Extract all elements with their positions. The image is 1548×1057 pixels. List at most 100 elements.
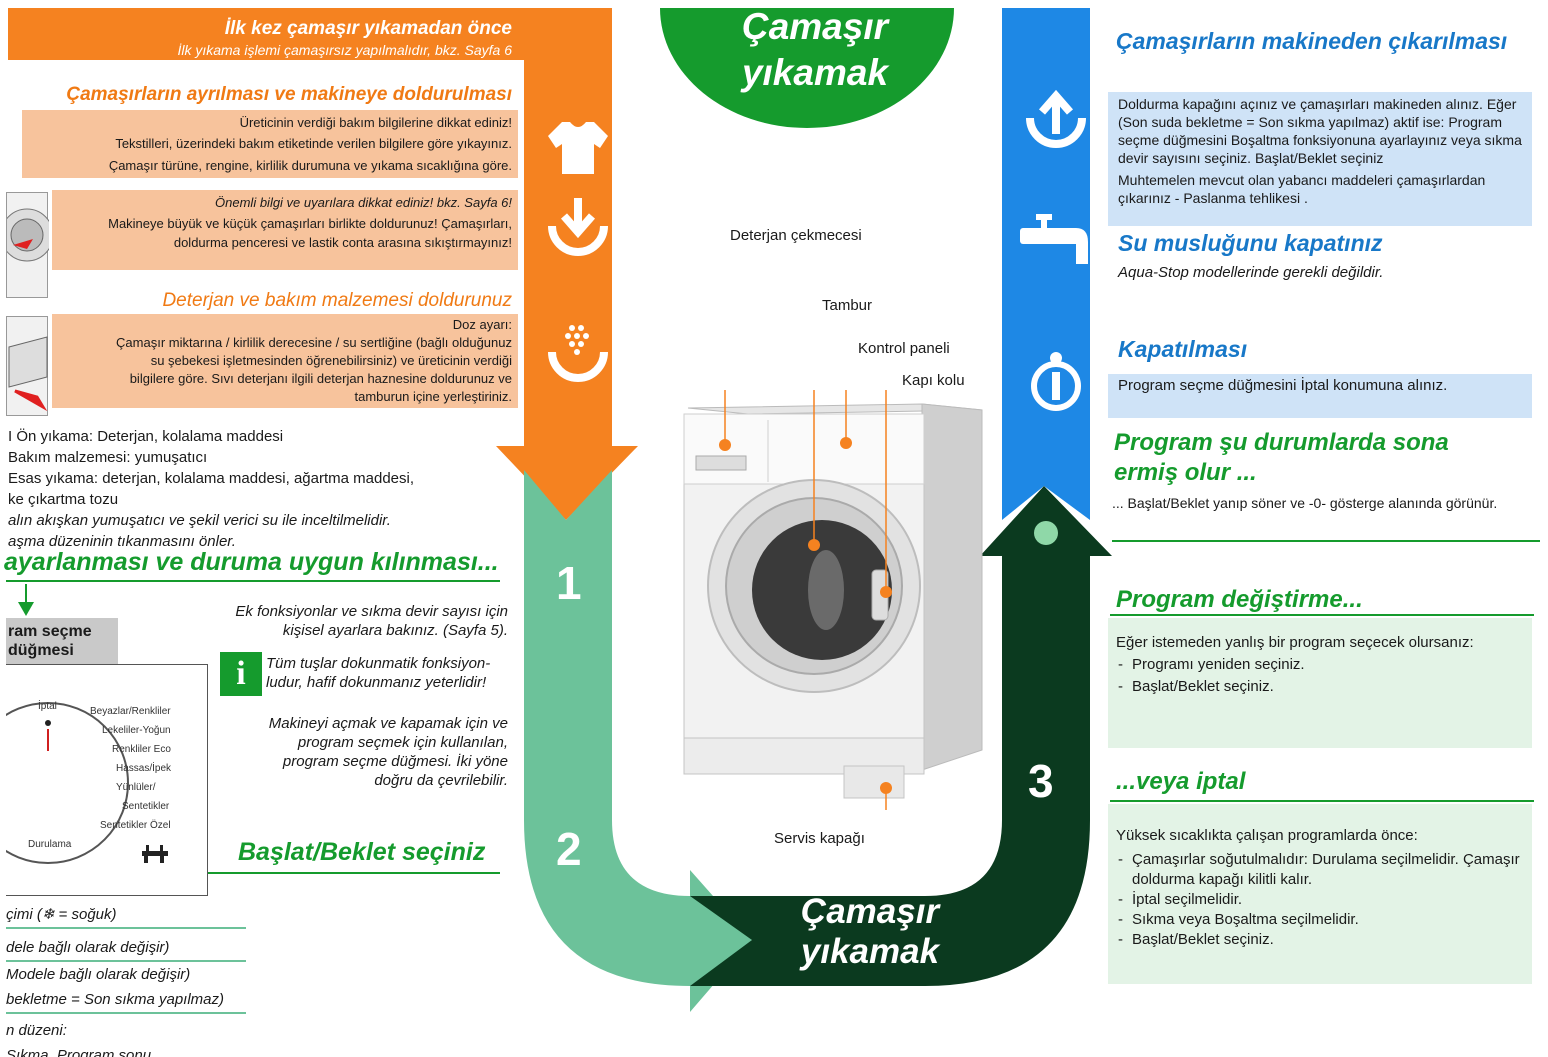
- program-end-title-line2: ermiş olur ...: [1114, 459, 1257, 486]
- dial-label-bottom: Durulama: [28, 839, 72, 850]
- compartment-note: aşma düzeninin tıkanmasını önler.: [8, 533, 236, 550]
- detergent-box: Doz ayarı: Çamaşır miktarına / kirlilik …: [52, 314, 518, 408]
- sequence-line: dele bağlı olarak değişir): [6, 935, 246, 962]
- change-program-intro: Eğer istemeden yanlış bir program seçece…: [1116, 634, 1474, 651]
- label-service-cover: Servis kapağı: [774, 830, 865, 847]
- center-title-bottom: Çamaşır yıkamak: [760, 892, 980, 972]
- loading-line: Makineye büyük ve küçük çamaşırları birl…: [108, 216, 512, 231]
- step-number-3: 3: [1028, 755, 1054, 807]
- sequence-line: Modele bağlı olarak değişir): [6, 966, 191, 983]
- dose-line: su şebekesi işletmesinden öğrenebilirsin…: [150, 353, 512, 368]
- label-control-panel: Kontrol paneli: [858, 340, 950, 357]
- dial-program: Sentetikler Özel: [100, 819, 171, 831]
- water-tap-icon: [1020, 214, 1088, 264]
- dial-program: Beyazlar/Renkliler: [90, 706, 171, 717]
- sequence-line: Sıkma, Program sonu: [6, 1043, 246, 1057]
- sorting-line: Çamaşır türüne, rengine, kirlilik durumu…: [108, 158, 512, 173]
- dial-program: Yünlüler/: [116, 782, 156, 793]
- first-wash-title: İlk kez çamaşır yıkamadan önce: [224, 18, 512, 39]
- info-power-icon: [1031, 352, 1081, 411]
- sequence-line: bekletme = Son sıkma yapılmaz): [6, 987, 246, 1014]
- program-end-text: ... Başlat/Beklet yanıp söner ve -0- gös…: [1112, 495, 1498, 511]
- change-program-rule: [1110, 614, 1534, 616]
- detergent-title: Deterjan ve bakım malzemesi doldurunuz: [162, 290, 512, 311]
- dose-line: Çamaşır miktarına / kirlilik derecesine …: [116, 335, 512, 350]
- dial-label-top: İptal: [38, 699, 57, 712]
- setting-rule: [6, 580, 500, 582]
- remove-laundry-title: Çamaşırların makineden çıkarılması: [1116, 28, 1508, 54]
- compartment-item: I Ön yıkama: Deterjan, kolalama maddesi: [8, 428, 284, 445]
- sequence-line: çimi (❄ = soğuk): [6, 902, 246, 929]
- label-detergent-drawer: Deterjan çekmecesi: [730, 227, 862, 244]
- dose-line: tamburun içine yerleştiriniz.: [354, 389, 512, 404]
- label-door-handle: Kapı kolu: [902, 372, 965, 389]
- sorting-line: Tekstilleri, üzerindeki bakım etiketinde…: [115, 136, 512, 151]
- cancel-intro: Yüksek sıcaklıkta çalışan programlarda ö…: [1116, 827, 1418, 844]
- program-sequence-list: çimi (❄ = soğuk) dele bağlı olarak değiş…: [6, 902, 246, 1057]
- blue-band: [1002, 8, 1090, 520]
- program-dial-knob[interactable]: [0, 702, 129, 864]
- compartment-note: alın akışkan yumuşatıcı ve şekil verici …: [8, 512, 391, 529]
- start-rule: [208, 872, 500, 874]
- compartment-item: ke çıkartma tozu: [8, 491, 119, 508]
- loading-line: doldurma penceresi ve lastik conta arası…: [173, 235, 512, 250]
- switch-off-title: Kapatılması: [1118, 336, 1248, 362]
- cancel-box: Yüksek sıcaklıkta çalışan programlarda ö…: [1108, 804, 1532, 984]
- sorting-box: Üreticinin verdiği bakım bilgilerine dik…: [22, 110, 518, 178]
- arrow-down-icon: [18, 584, 34, 616]
- shirt-icon: [548, 122, 608, 174]
- change-program-item: Başlat/Beklet seçiniz.: [1116, 676, 1524, 698]
- detergent-drawer-image: [6, 316, 48, 416]
- info-icon: i: [220, 652, 262, 696]
- program-end-title-line1: Program şu durumlarda sona: [1114, 429, 1449, 456]
- loading-box: Önemli bilgi ve uyarılara dikkat ediniz!…: [52, 190, 518, 270]
- setting-title: ayarlanması ve duruma uygun kılınması...: [4, 548, 499, 576]
- dose-label: Doz ayarı:: [452, 317, 512, 332]
- program-knob-label: ram seçme düğmesi: [6, 618, 118, 664]
- sorting-title: Çamaşırların ayrılması ve makineye doldu…: [66, 84, 512, 105]
- switch-off-text: Program seçme düğmesini İptal konumuna a…: [1108, 374, 1532, 418]
- close-tap-text: Aqua-Stop modellerinde gerekli değildir.: [1118, 264, 1384, 281]
- cancel-item: Başlat/Beklet seçiniz.: [1116, 930, 1524, 950]
- loading-note: Önemli bilgi ve uyarılara dikkat ediniz!…: [215, 195, 512, 210]
- unload-laundry-icon: [1026, 89, 1086, 148]
- step-number-1: 1: [556, 557, 582, 609]
- washing-machine-illustration: [683, 390, 983, 810]
- teal-band: [524, 470, 752, 1012]
- remove-laundry-warning: Muhtemelen mevcut olan yabancı maddeleri…: [1118, 172, 1486, 206]
- tap-symbol-icon: [142, 845, 168, 863]
- compartment-list: I Ön yıkama: Deterjan, kolalama maddesi …: [8, 426, 478, 552]
- start-pause-title: Başlat/Beklet seçiniz: [238, 838, 486, 866]
- program-end-title: Program şu durumlarda sona ermiş olur ..…: [1114, 428, 1449, 488]
- extra-functions-note: Ek fonksiyonlar ve sıkma devir sayısı iç…: [235, 603, 508, 639]
- step-number-2: 2: [556, 823, 582, 875]
- dial-program: Sentetikler: [122, 801, 170, 812]
- orange-band: [8, 8, 638, 520]
- sorting-line: Üreticinin verdiği bakım bilgilerine dik…: [239, 115, 512, 130]
- cancel-item: Çamaşırlar soğutulmalıdır: Durulama seçi…: [1116, 850, 1524, 890]
- program-knob-label-line1: ram seçme: [8, 623, 92, 640]
- status-dot: [1034, 521, 1058, 545]
- remove-laundry-text: Doldurma kapağını açınız ve çamaşırları …: [1118, 96, 1522, 166]
- change-program-box: Eğer istemeden yanlış bir program seçece…: [1108, 618, 1532, 748]
- change-program-title: Program değiştirme...: [1116, 586, 1363, 613]
- compartment-item: Esas yıkama: deterjan, kolalama maddesi,…: [8, 470, 415, 487]
- detergent-icon: [548, 325, 608, 382]
- dial-program: Hassas/İpek: [116, 761, 172, 774]
- cancel-item: Sıkma veya Boşaltma seçilmelidir.: [1116, 910, 1524, 930]
- dark-green-band: [690, 486, 1112, 986]
- sequence-line: n düzeni:: [6, 1022, 67, 1039]
- cancel-rule: [1110, 800, 1534, 802]
- cancel-item: İptal seçilmelidir.: [1116, 890, 1524, 910]
- program-dial-panel: İptal Beyazlar/Renkliler Lekeliler-Yoğun…: [0, 664, 208, 896]
- center-title-top-line2: yıkamak: [741, 52, 889, 93]
- dial-description: Makineyi açmak ve kapamak için ve progra…: [268, 715, 508, 789]
- first-wash-subtitle: İlk yıkama işlemi çamaşırsız yapılmalıdı…: [177, 42, 512, 58]
- cancel-title: ...veya iptal: [1116, 768, 1246, 795]
- drum-image: [0, 192, 54, 298]
- center-title-top: Çamaşır yıkamak: [700, 4, 930, 96]
- center-title-bottom-line2: yıkamak: [800, 932, 940, 971]
- center-title-bottom-line1: Çamaşır: [800, 892, 940, 931]
- program-knob-label-line2: düğmesi: [8, 642, 74, 659]
